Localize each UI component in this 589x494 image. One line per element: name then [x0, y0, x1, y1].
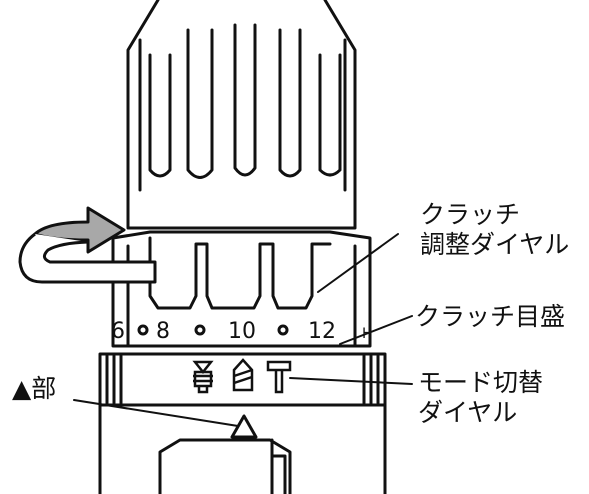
scale-number: 8 [156, 319, 170, 344]
label-line: クラッチ [420, 200, 521, 229]
scale-number: 6 [111, 319, 125, 344]
label-triangle-mark: ▲部 [12, 374, 57, 403]
scale-dot [137, 324, 149, 336]
leader-clutch-adjust [317, 233, 399, 293]
drill-body [98, 403, 387, 494]
screw-icon [192, 360, 214, 394]
rotation-arrow [18, 206, 157, 284]
leader-clutch-scale [339, 315, 413, 345]
scale-dot [194, 324, 206, 336]
scale-number: 10 [228, 319, 256, 344]
hammer-icon [266, 360, 292, 394]
scale-dot [277, 324, 289, 336]
label-clutch-scale: クラッチ目盛 [415, 302, 566, 331]
leader-triangle [73, 399, 239, 427]
label-line: ダイヤル [418, 398, 518, 427]
scale-number: H [362, 326, 373, 342]
leader-mode-dial [289, 377, 413, 385]
scale-number: 12 [308, 319, 336, 344]
label-mode-dial: モード切替 ダイヤル [418, 368, 543, 428]
label-line: 調整ダイヤル [420, 230, 570, 259]
label-line: モード切替 [418, 368, 544, 397]
label-clutch-adjust-dial: クラッチ 調整ダイヤル [420, 200, 569, 260]
drill-bit-icon [232, 358, 254, 392]
chuck [126, 0, 357, 230]
